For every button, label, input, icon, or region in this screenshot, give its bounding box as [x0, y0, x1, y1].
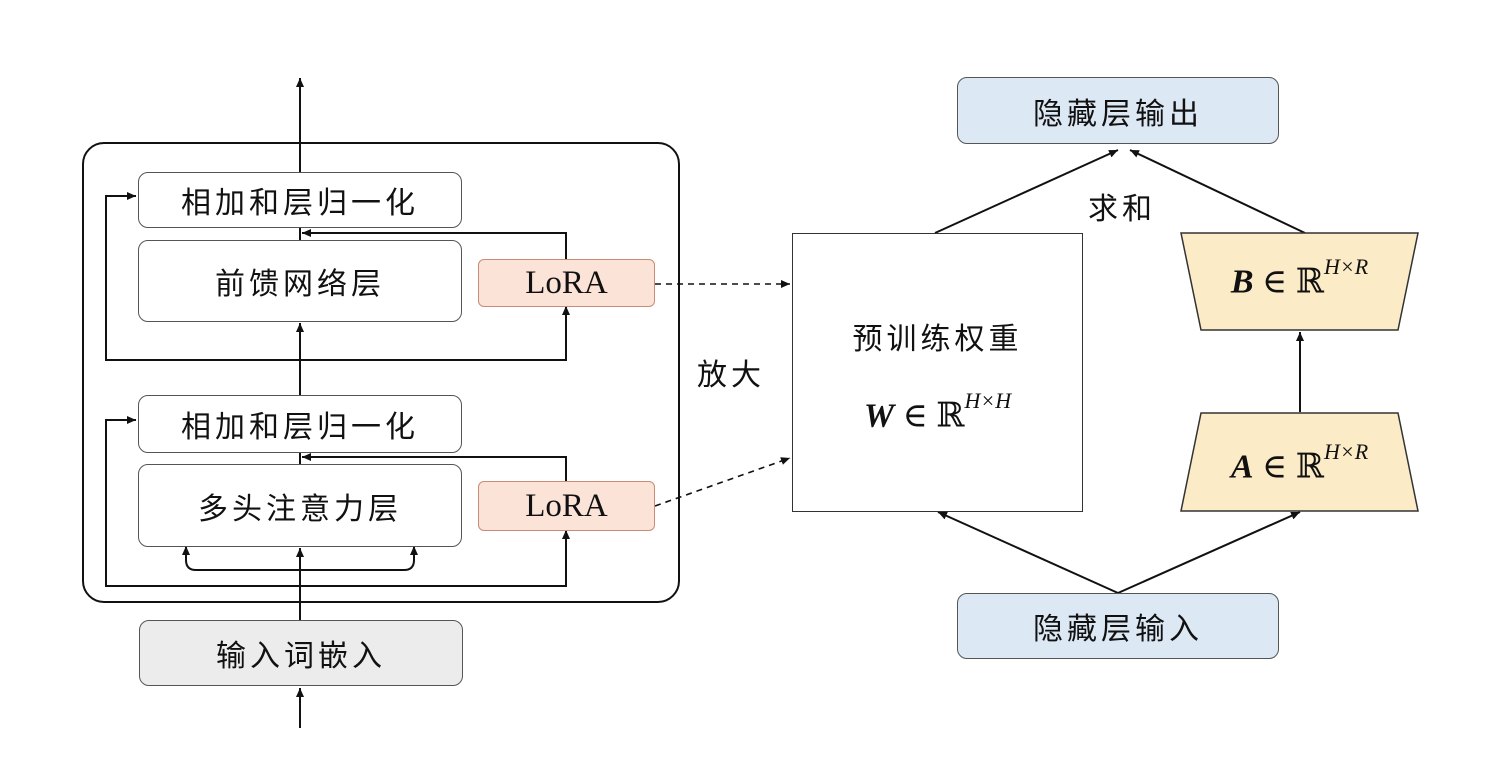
add-norm-bottom: 相加和层归一化	[138, 395, 462, 453]
input-embedding: 输入词嵌入	[139, 620, 463, 686]
lora-top-in	[300, 306, 570, 361]
lora-bottom-in	[300, 530, 570, 587]
attn-fan-left	[182, 546, 300, 571]
pretrained-weights-box: 预训练权重 W ∈ ℝH×H	[792, 233, 1083, 512]
B-formula: B ∈ ℝH×R	[1230, 254, 1369, 301]
A-formula: A ∈ ℝH×R	[1230, 439, 1369, 486]
lora-top: LoRA	[478, 259, 655, 307]
attn-fan-right	[300, 546, 418, 571]
arrow-in-to-A	[1117, 511, 1301, 594]
lora-bottom-out	[302, 453, 567, 481]
transformer-block	[82, 142, 680, 603]
zoom-line-bottom	[654, 457, 791, 507]
residual-top	[105, 192, 300, 361]
arrow-B-to-out	[1129, 149, 1306, 234]
A-trapezoid	[1180, 412, 1419, 512]
hidden-output: 隐藏层输出	[957, 77, 1279, 144]
feed-forward-layer: 前馈网络层	[138, 240, 462, 322]
B-trapezoid	[1180, 232, 1419, 331]
hidden-input: 隐藏层输入	[957, 593, 1279, 659]
add-norm-top: 相加和层归一化	[138, 172, 462, 228]
lora-top-out	[302, 229, 567, 259]
pretrained-weights-title: 预训练权重	[852, 322, 1023, 357]
zoom-label: 放大	[697, 358, 765, 393]
residual-bottom	[105, 416, 300, 587]
lora-bottom: LoRA	[478, 481, 655, 531]
arrow-in-to-W	[937, 511, 1119, 594]
W-formula: W ∈ ℝH×H	[863, 388, 1012, 435]
arrow-W-to-out	[934, 149, 1119, 234]
sum-label: 求和	[1088, 192, 1156, 227]
multi-head-attention-layer: 多头注意力层	[138, 464, 462, 547]
